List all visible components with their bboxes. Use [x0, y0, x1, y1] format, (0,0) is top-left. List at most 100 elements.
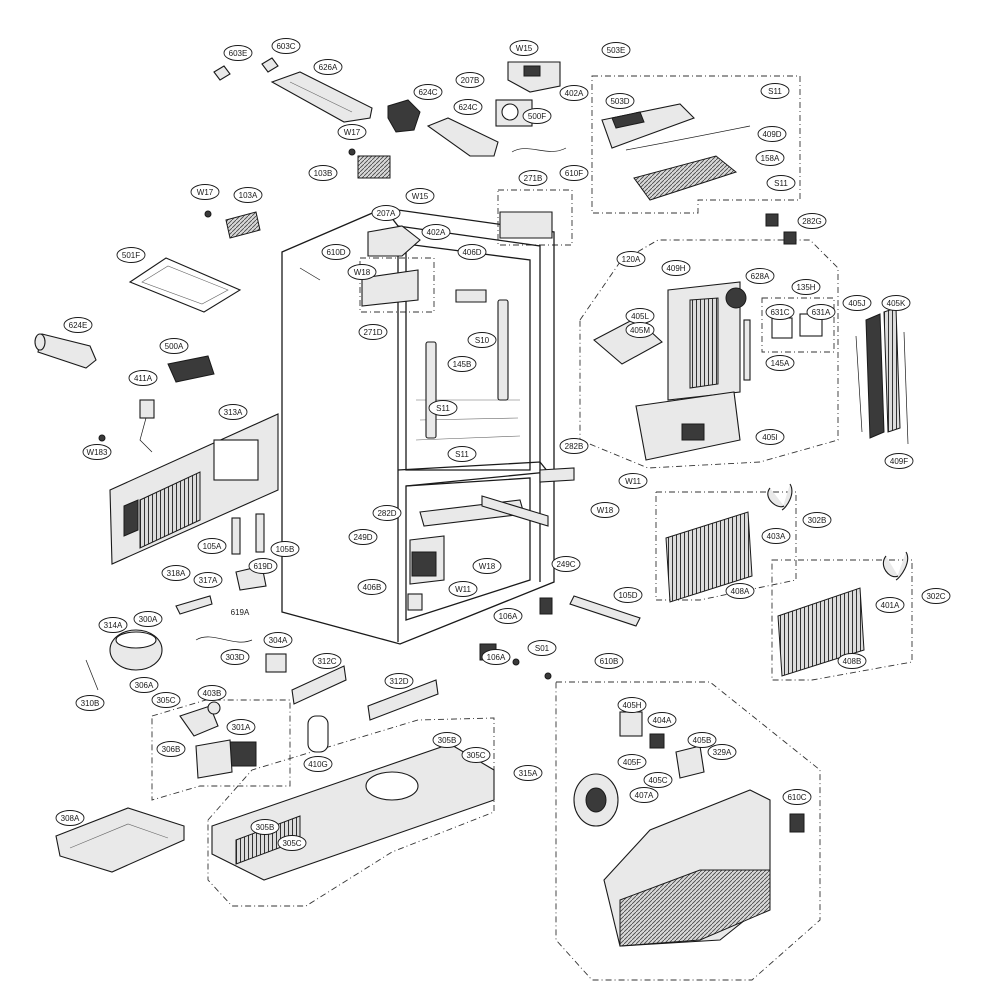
part-624c-damper: [387, 99, 421, 133]
callout-500a: 500A: [159, 338, 189, 354]
callout-bubble: [493, 608, 523, 624]
callout-631a: 631A: [806, 304, 836, 320]
callout-label: 406B: [363, 583, 382, 592]
callout-label: 302B: [808, 516, 827, 525]
callout-305c: 305C: [461, 747, 491, 763]
callout-label: 305C: [282, 839, 301, 848]
callout-label: 249C: [556, 560, 575, 569]
callout-610d: 610D: [321, 244, 351, 260]
callout-label: 408B: [843, 657, 862, 666]
callout-bubble: [760, 83, 790, 99]
callout-bubble: [128, 370, 158, 386]
callout-bubble: [481, 649, 511, 665]
callout-305b: 305B: [432, 732, 462, 748]
callout-bubble: [413, 84, 443, 100]
callout-306a: 306A: [129, 677, 159, 693]
callout-w183: W183: [82, 444, 112, 460]
part-120a-ice-maker-housing: [593, 281, 747, 461]
callout-layer: 603E603C626AW15207B402A624C624C500FW1761…: [55, 38, 951, 851]
callout-405m: 405M: [625, 322, 655, 338]
callout-label: 405B: [693, 736, 712, 745]
callout-bubble: [618, 473, 648, 489]
part-500f-board: [495, 99, 533, 127]
part-301a-fan-motor: [229, 741, 257, 767]
callout-bubble: [156, 741, 186, 757]
callout-w15: W15: [509, 40, 539, 56]
callout-313a: 313A: [218, 404, 248, 420]
callout-label: 304A: [269, 636, 288, 645]
callout-label: 610F: [565, 169, 583, 178]
callout-bubble: [129, 677, 159, 693]
callout-409f: 409F: [884, 453, 914, 469]
callout-bubble: [308, 165, 338, 181]
callout-106a: 106A: [493, 608, 523, 624]
callout-bubble: [271, 38, 301, 54]
callout-406d: 406D: [457, 244, 487, 260]
callout-bubble: [63, 317, 93, 333]
callout-bubble: [590, 502, 620, 518]
callout-405b: 405B: [687, 732, 717, 748]
callout-405h: 405H: [617, 697, 647, 713]
callout-bubble: [432, 732, 462, 748]
part-405-gaskets: [855, 307, 909, 445]
callout-bubble: [151, 692, 181, 708]
callout-bubble: [559, 85, 589, 101]
callout-405l: 405L: [625, 308, 655, 324]
callout-label: 282B: [565, 442, 584, 451]
callout-bubble: [303, 756, 333, 772]
part-624e-filter: [34, 333, 97, 369]
callout-w18: W18: [472, 558, 502, 574]
callout-label: W18: [597, 506, 614, 515]
callout-label: 282D: [377, 509, 396, 518]
callout-bubble: [755, 150, 785, 166]
callout-label: 405F: [623, 758, 641, 767]
callout-label: 314A: [104, 621, 123, 630]
callout-w18: W18: [590, 502, 620, 518]
callout-label: W15: [412, 192, 429, 201]
callout-label: 626A: [319, 63, 338, 72]
callout-bubble: [250, 819, 280, 835]
callout-label: 624E: [69, 321, 88, 330]
callout-bubble: [384, 673, 414, 689]
callout-bubble: [226, 719, 256, 735]
callout-label: 315A: [519, 769, 538, 778]
part-408b-evaporator: [777, 551, 909, 677]
callout-158a: 158A: [755, 150, 785, 166]
callout-404a: 404A: [647, 712, 677, 728]
callout-626a: 626A: [313, 59, 343, 75]
callout-145b: 145B: [447, 356, 477, 372]
callout-628a: 628A: [745, 268, 775, 284]
callout-405c: 405C: [643, 772, 673, 788]
callout-bubble: [509, 40, 539, 56]
refrigerator-cabinet: [281, 207, 575, 645]
callout-bubble: [766, 175, 796, 191]
callout-w15: W15: [405, 188, 435, 204]
callout-bubble: [613, 587, 643, 603]
callout-bubble: [761, 528, 791, 544]
callout-bubble: [513, 765, 543, 781]
callout-403b: 403B: [197, 685, 227, 701]
callout-bubble: [605, 93, 635, 109]
callout-label: 500F: [528, 112, 546, 121]
callout-249c: 249C: [551, 556, 581, 572]
callout-bubble: [791, 279, 821, 295]
callout-407a: 407A: [629, 787, 659, 803]
callout-bubble: [765, 304, 795, 320]
callout-label: 628A: [751, 272, 770, 281]
callout-bubble: [421, 224, 451, 240]
callout-503e: 503E: [601, 42, 631, 58]
callout-label: 145A: [771, 359, 790, 368]
callout-bubble: [687, 732, 717, 748]
callout-249d: 249D: [348, 529, 378, 545]
callout-label: 405M: [630, 326, 650, 335]
callout-410g: 410G: [303, 756, 333, 772]
callout-label: 318A: [167, 569, 186, 578]
callout-label: 306B: [162, 745, 181, 754]
plain-label-619a: 619A: [231, 608, 250, 617]
callout-bubble: [765, 355, 795, 371]
group-outline-135h: [761, 297, 835, 353]
part-403b-cap: [207, 701, 221, 715]
callout-label: 402A: [427, 228, 446, 237]
callout-label: 305C: [466, 751, 485, 760]
callout-bubble: [75, 695, 105, 711]
